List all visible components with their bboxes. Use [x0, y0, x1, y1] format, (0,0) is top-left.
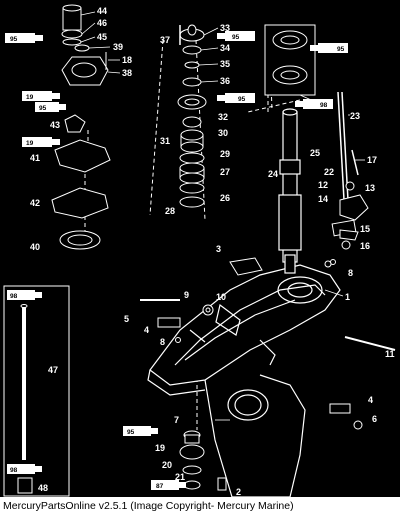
- callout-11: 11: [385, 349, 395, 359]
- callout-30: 30: [218, 128, 228, 138]
- callout-43: 43: [50, 120, 60, 130]
- callout-31: 31: [160, 136, 170, 146]
- diagram-svg: 95 95 95 95 19: [3, 4, 396, 497]
- exploded-parts-diagram: 95 95 95 95 19: [0, 0, 400, 497]
- callout-17: 17: [367, 155, 377, 165]
- sealant-tube-95b: 95: [217, 31, 255, 41]
- driveshaft: [278, 108, 302, 274]
- water-pump-stack: [51, 4, 111, 250]
- callout-21: 21: [175, 472, 185, 482]
- callout-10: 10: [216, 292, 226, 302]
- callout-28: 28: [165, 206, 175, 216]
- callout-48: 48: [38, 483, 48, 493]
- callout-18: 18: [122, 55, 132, 65]
- sealant-tube-95c: 95: [310, 43, 348, 53]
- long-pin: [344, 336, 396, 351]
- callout-44: 44: [97, 6, 107, 16]
- sealant-tube-98a: 98: [295, 99, 333, 109]
- tube-label: 95: [39, 105, 47, 112]
- sealant-tube-95e: 95: [35, 102, 66, 112]
- callout-22: 22: [324, 167, 334, 177]
- tube-label: 95: [238, 96, 246, 103]
- callout-27: 27: [220, 167, 230, 177]
- bearing-stack: [177, 24, 207, 208]
- copyright-caption: MercuryPartsOnline v2.5.1 (Image Copyrig…: [3, 500, 294, 512]
- sealant-tube-98b: 98: [7, 290, 42, 300]
- callout-19: 19: [155, 443, 165, 453]
- callout-39: 39: [113, 42, 123, 52]
- callout-23: 23: [350, 111, 360, 121]
- callout-20: 20: [162, 460, 172, 470]
- sealant-tube-87: 87: [151, 480, 186, 490]
- callout-46: 46: [97, 18, 107, 28]
- tube-label: 95: [232, 34, 240, 41]
- sealant-tube-98c: 98: [7, 464, 42, 474]
- sealant-tube-19a: 19: [22, 91, 60, 101]
- callout-38: 38: [122, 68, 132, 78]
- callout-1: 1: [345, 292, 350, 302]
- callout-6: 6: [372, 414, 377, 424]
- callout-8a: 8: [160, 337, 165, 347]
- callout-33: 33: [220, 23, 230, 33]
- callout-4b: 4: [368, 395, 373, 405]
- shift-linkage-parts: [330, 181, 369, 265]
- tube-label: 19: [26, 94, 34, 101]
- callout-36: 36: [220, 76, 230, 86]
- callout-37: 37: [160, 35, 170, 45]
- small-hardware: [140, 229, 363, 430]
- tube-label: 19: [26, 140, 34, 147]
- tube-label: 95: [127, 429, 135, 436]
- sealant-tube-95a: 95: [5, 33, 43, 43]
- pinion-gear-stack: [179, 430, 227, 491]
- callout-numbers: 44 46 45 39 18 38 43 41 42 40 33 37 34 3…: [30, 6, 395, 497]
- callout-12: 12: [318, 180, 328, 190]
- sealant-tube-19b: 19: [22, 137, 60, 147]
- tube-label: 95: [10, 36, 18, 43]
- tube-label: 95: [337, 46, 345, 53]
- callout-8b: 8: [348, 268, 353, 278]
- callout-16: 16: [360, 241, 370, 251]
- tube-label: 98: [320, 102, 328, 109]
- tube-label: 98: [10, 467, 18, 474]
- callout-5: 5: [124, 314, 129, 324]
- callout-41: 41: [30, 153, 40, 163]
- callout-26: 26: [220, 193, 230, 203]
- callout-29: 29: [220, 149, 230, 159]
- tube-label: 87: [156, 483, 164, 490]
- tube-label: 98: [10, 293, 18, 300]
- callout-24: 24: [268, 169, 278, 179]
- callout-25: 25: [310, 148, 320, 158]
- callout-3: 3: [216, 244, 221, 254]
- sealant-tube-95f: 95: [123, 426, 158, 436]
- callout-32: 32: [218, 112, 228, 122]
- callout-7: 7: [174, 415, 179, 425]
- left-inset-box: [3, 285, 70, 497]
- callout-15: 15: [360, 224, 370, 234]
- callout-42: 42: [30, 198, 40, 208]
- seal-box: [264, 24, 316, 96]
- callout-35: 35: [220, 59, 230, 69]
- shift-shaft: [337, 91, 359, 201]
- callout-45: 45: [97, 32, 107, 42]
- callout-4a: 4: [144, 325, 149, 335]
- sealant-tube-95d: 95: [217, 93, 255, 103]
- callout-47: 47: [48, 365, 58, 375]
- gear-case-housing: [147, 264, 341, 497]
- callout-2: 2: [236, 487, 241, 497]
- callout-14: 14: [318, 194, 328, 204]
- callout-34: 34: [220, 43, 230, 53]
- callout-9: 9: [184, 290, 189, 300]
- callout-13: 13: [365, 183, 375, 193]
- callout-40: 40: [30, 242, 40, 252]
